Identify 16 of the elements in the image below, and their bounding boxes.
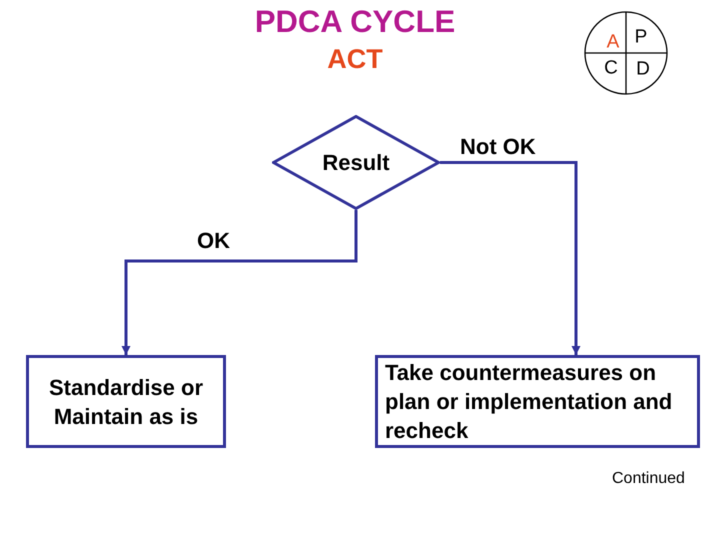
process-text: Take countermeasures on plan or implementation and recheck bbox=[385, 359, 674, 445]
process-box bbox=[375, 355, 700, 448]
continued-note: Continued bbox=[612, 470, 686, 488]
subtitle: ACT bbox=[326, 44, 384, 74]
quadrant-letter: C bbox=[604, 58, 618, 78]
decision-label: Result bbox=[322, 150, 390, 176]
pdca-circle bbox=[584, 11, 668, 95]
arrow bbox=[122, 210, 358, 355]
process-box bbox=[26, 355, 226, 448]
quadrant-letter: D bbox=[636, 60, 650, 78]
process-text: Standardise or Maintain as is bbox=[48, 374, 204, 430]
decision-diamond bbox=[272, 115, 440, 210]
quadrant-letter: P bbox=[634, 28, 648, 46]
arrow bbox=[440, 161, 580, 355]
quadrant-letter: A bbox=[606, 32, 620, 52]
diagram-title: PDCA CYCLE bbox=[254, 5, 456, 39]
